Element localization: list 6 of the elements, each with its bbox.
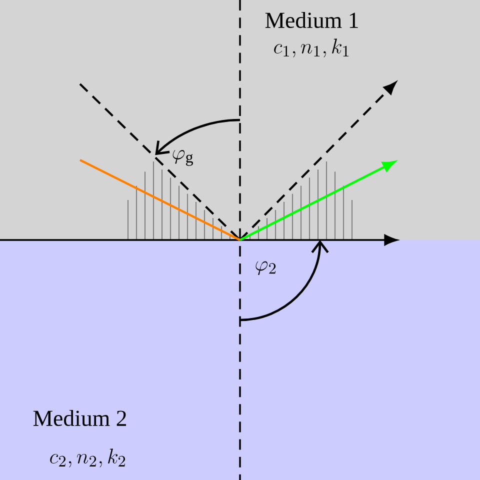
angle-label: $\varphi_2$ — [256, 261, 276, 276]
material-constants: $c_2, n_2, k_2$ — [50, 448, 126, 468]
medium-name: Medium 1 — [265, 12, 358, 28]
medium-name: Medium 2 — [33, 410, 126, 426]
material-constants: $c_1, n_1, k_1$ — [274, 38, 349, 58]
angle-label: $\varphi_\mathrm{g}$ — [172, 150, 194, 166]
